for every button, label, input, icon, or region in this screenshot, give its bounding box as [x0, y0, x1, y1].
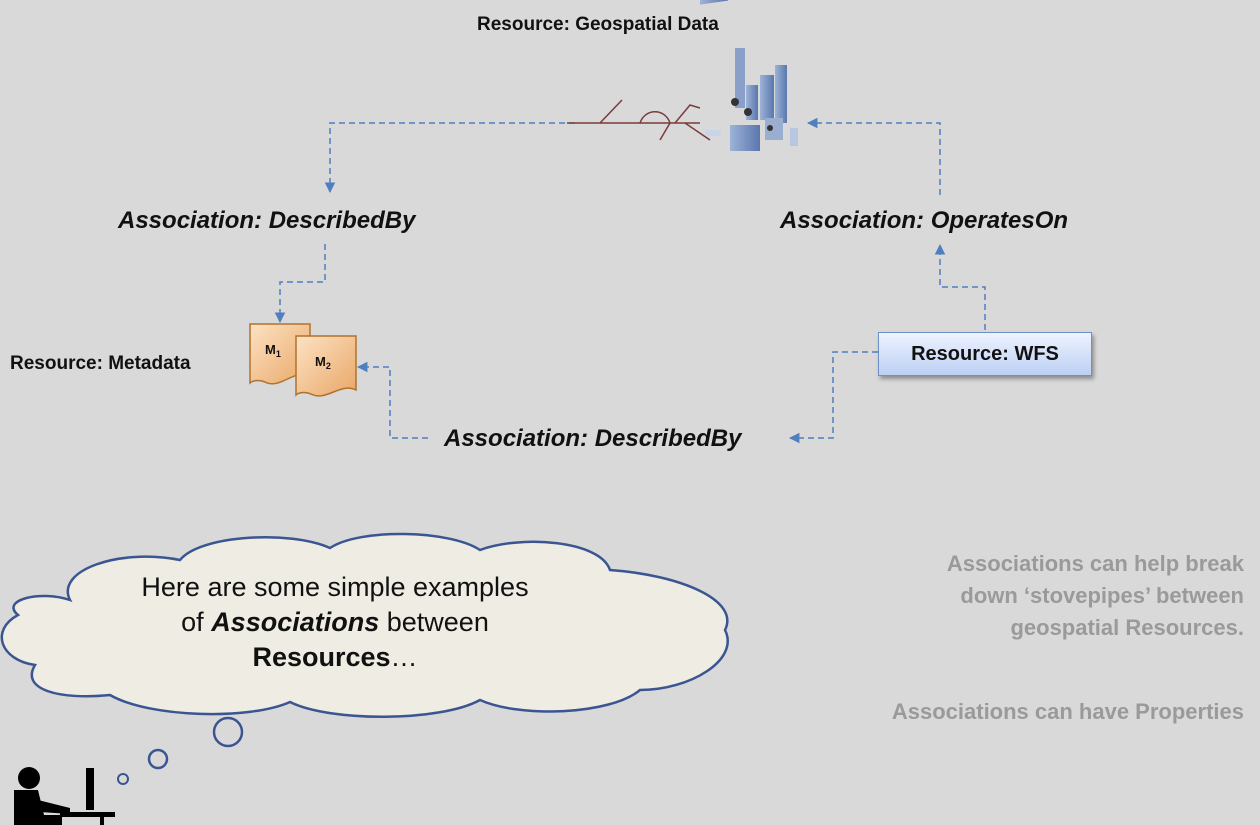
wfs-title: Resource: WFS — [911, 342, 1059, 365]
connector-describedby-to-metadata — [274, 244, 326, 324]
thought-bubble-small — [117, 773, 129, 785]
thought-bubble-medium — [147, 748, 169, 770]
association-describedby-bottom: Association: DescribedBy — [444, 425, 742, 452]
metadata-document-2 — [295, 335, 357, 397]
thought-bubble-large — [212, 716, 244, 748]
association-describedby-top: Association: DescribedBy — [118, 207, 416, 234]
thought-line-3: Resources… — [252, 642, 418, 672]
metadata-title: Resource: Metadata — [10, 353, 191, 374]
thought-line-2: of Associations between — [181, 607, 489, 637]
connector-operateson-to-data — [806, 117, 941, 195]
thought-text: Here are some simple examples of Associa… — [85, 570, 585, 675]
connector-wfs-to-operateson — [934, 243, 986, 330]
connector-describedby-to-metadata-bottom — [356, 361, 428, 439]
connector-data-to-describedby-top — [324, 122, 575, 194]
geospatial-data-title: Resource: Geospatial Data — [477, 14, 719, 35]
doc1-label: M1 — [265, 342, 281, 359]
thought-line-1: Here are some simple examples — [141, 572, 529, 602]
thought-cloud — [0, 532, 729, 718]
association-operateson: Association: OperatesOn — [780, 207, 1069, 234]
connector-wfs-to-describedby-bottom — [788, 351, 878, 444]
wfs-resource-box: Resource: WFS — [878, 332, 1092, 376]
note-properties: Associations can have Properties — [891, 699, 1244, 724]
geospatial-data-image — [567, 0, 798, 151]
person-at-computer-icon — [14, 767, 115, 825]
doc2-label: M2 — [315, 354, 331, 371]
note-stovepipes: Associations can help break down ‘stovep… — [946, 551, 1244, 640]
